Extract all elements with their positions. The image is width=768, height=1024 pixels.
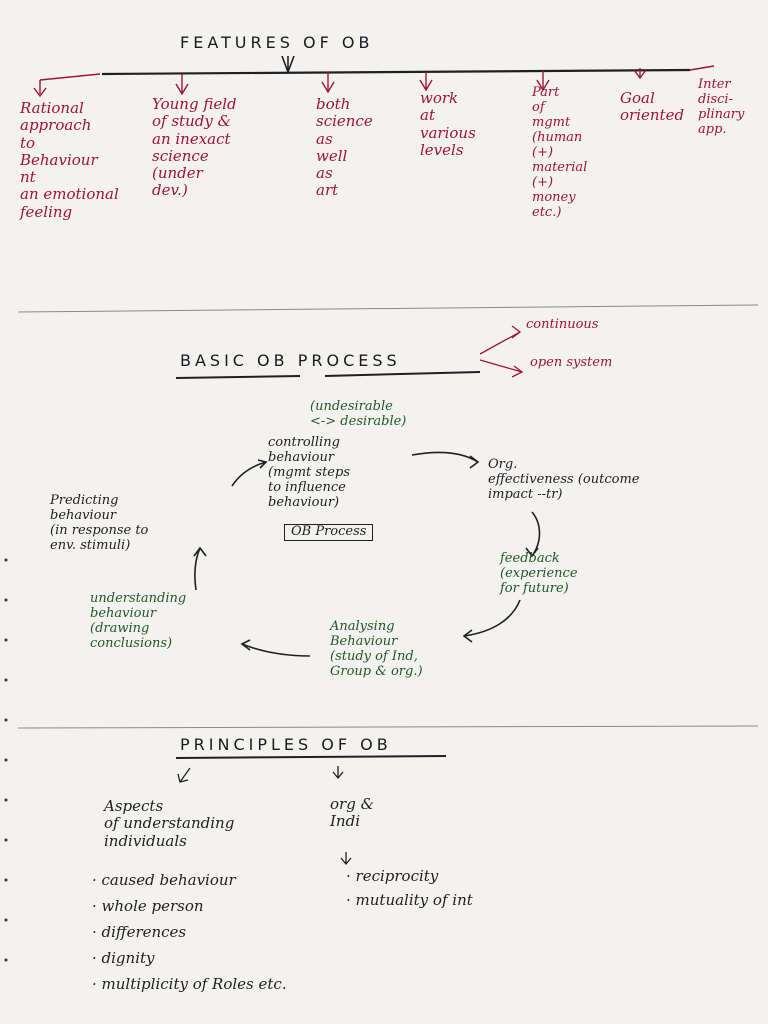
features-underline [101, 68, 691, 76]
feature-goal-oriented: Goal oriented [620, 89, 685, 125]
principles-right-heading: org & Indi [330, 795, 374, 831]
principles-arrows [177, 766, 352, 866]
margin-marks [4, 558, 8, 962]
process-branches [479, 325, 524, 378]
principle-mutuality-of-interest: · mutuality of int [346, 891, 473, 909]
section-divider-1 [17, 304, 759, 313]
principles-left-heading: Aspects of understanding individuals [104, 797, 235, 850]
principles-title: PRINCIPLES OF OB [180, 735, 392, 754]
feature-various-levels: work at various levels [420, 89, 476, 159]
principle-reciprocity: · reciprocity [346, 867, 439, 885]
features-branches [33, 65, 715, 98]
principle-dignity: · dignity [92, 949, 155, 967]
process-branch-continuous: continuous [526, 317, 599, 332]
process-underline [175, 371, 481, 379]
ob-process-label: OB Process [284, 524, 374, 541]
principle-caused-behaviour: · caused behaviour [92, 871, 236, 889]
org-effectiveness: Org. effectiveness (outcome impact --tr) [488, 457, 640, 502]
understanding-behaviour: understanding behaviour (drawing conclus… [90, 591, 187, 651]
feature-rational-approach: Rational approach to Behaviour nt an emo… [20, 99, 119, 221]
feature-science-and-art: both science as well as art [316, 95, 373, 200]
predicting-behaviour: Predicting behaviour (in response to env… [50, 493, 149, 553]
process-title: BASIC OB PROCESS [180, 351, 401, 370]
principle-whole-person: · whole person [92, 897, 204, 915]
cycle-arrows [193, 451, 541, 657]
principle-differences: · differences [92, 923, 187, 941]
principle-multiplicity-of-roles: · multiplicity of Roles etc. [92, 975, 287, 993]
feature-young-field: Young field of study & an inexact scienc… [152, 95, 237, 200]
desirable-note: (undesirable <-> desirable) [310, 399, 407, 429]
feature-part-of-mgmt: Part of mgmt (human (+) material (+) mon… [532, 85, 588, 220]
feature-interdisciplinary: Inter disci- plinary app. [698, 77, 745, 137]
title-arrow [281, 55, 295, 75]
feedback: feedback (experience for future) [500, 551, 578, 596]
principles-underline [175, 755, 447, 759]
process-branch-open-system: open system [530, 355, 613, 370]
section-divider-2 [17, 725, 759, 729]
controlling-behaviour: controlling behaviour (mgmt steps to inf… [268, 435, 350, 510]
features-title: FEATURES OF OB [180, 33, 374, 52]
analysing-behaviour: Analysing Behaviour (study of Ind, Group… [330, 619, 423, 679]
